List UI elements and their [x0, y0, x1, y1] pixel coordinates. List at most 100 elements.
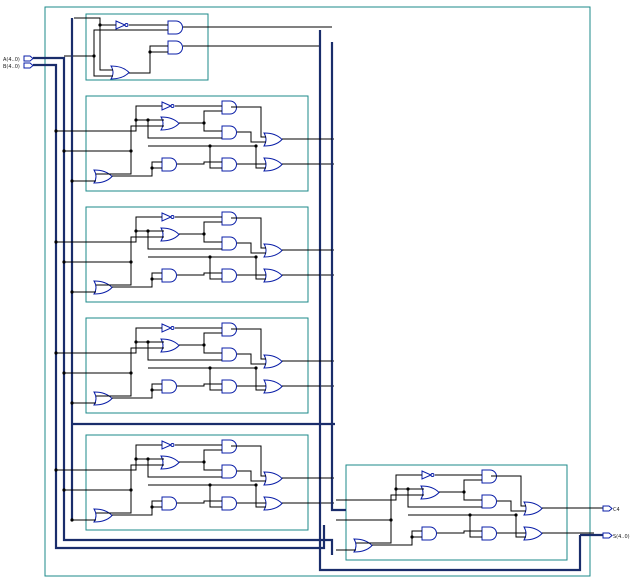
junction-dot	[54, 129, 58, 133]
wire	[336, 474, 422, 501]
junction-dot	[54, 468, 58, 472]
wire	[177, 383, 222, 387]
full-adder-module	[76, 206, 334, 303]
output-pin-cout[interactable]: C4	[602, 505, 620, 513]
wire	[255, 368, 266, 391]
junction-dot	[98, 23, 102, 27]
and-gate-icon	[167, 20, 183, 35]
and-gate-icon	[221, 322, 237, 337]
and-gate-icon	[161, 496, 177, 511]
wire	[203, 462, 222, 471]
junction-dot	[389, 518, 393, 522]
or-gate-icon	[160, 338, 180, 353]
tap-lines	[54, 129, 332, 522]
and-gate-icon	[221, 347, 237, 362]
output-cout-label: C4	[613, 507, 620, 513]
and-gate-icon	[221, 211, 237, 226]
output-cout-connector	[602, 505, 613, 512]
junction-dot	[62, 260, 66, 264]
wire	[491, 475, 526, 507]
wire	[96, 151, 132, 175]
junction-dot	[146, 229, 150, 233]
junction-dot	[146, 118, 150, 122]
wire	[439, 479, 482, 493]
junction-dot	[202, 121, 206, 125]
and-gate-icon	[221, 100, 237, 115]
wire	[231, 106, 266, 138]
junction-dot	[462, 490, 466, 494]
junction-dot	[134, 118, 138, 122]
not-gate-icon	[161, 212, 173, 222]
wire	[437, 530, 482, 534]
junction-dot	[70, 179, 74, 183]
full-adder-module	[76, 317, 334, 414]
input-a-connector	[23, 55, 34, 62]
outer-frame	[44, 6, 591, 577]
wire	[231, 328, 266, 360]
input-b-connector	[23, 62, 34, 69]
or-gate-icon	[110, 65, 130, 80]
output-pin-sum[interactable]: S(4..0)	[602, 532, 630, 540]
junction-dot	[406, 487, 410, 491]
input-b-bus	[33, 63, 326, 550]
and-gate-icon	[481, 494, 497, 509]
wire	[237, 131, 266, 143]
junction-dot	[202, 343, 206, 347]
or-gate-icon	[93, 280, 113, 295]
wire	[179, 110, 222, 124]
or-gate-icon	[523, 501, 543, 516]
or-gate-icon	[93, 391, 113, 406]
or-gate-icon	[263, 243, 283, 258]
io-pins: A(4..0) B(4..0) C4 S(4..0)	[3, 55, 630, 540]
not-gate-bubble-icon	[430, 473, 435, 477]
not-gate-icon	[115, 20, 127, 30]
or-gate-icon	[160, 116, 180, 131]
module-border	[85, 206, 309, 303]
junction-dot	[202, 460, 206, 464]
input-b-label: B(4..0)	[3, 64, 20, 70]
wire	[356, 520, 392, 544]
full-adder-module	[76, 434, 334, 531]
wire	[255, 485, 266, 508]
junction-dot	[70, 518, 74, 522]
and-gate-icon	[221, 236, 237, 251]
junction-dot	[254, 483, 258, 487]
output-sum-connector	[602, 532, 613, 539]
circuit-layer: A(4..0) B(4..0) C4 S(4..0)	[3, 6, 630, 577]
junction-dot	[394, 487, 398, 491]
and-gate-icon	[221, 439, 237, 454]
wire	[209, 485, 222, 508]
wire	[255, 257, 266, 280]
not-gate-bubble-icon	[170, 443, 175, 447]
sum-bus	[318, 30, 582, 572]
and-gate-icon	[161, 157, 177, 172]
wire	[76, 327, 162, 354]
junction-dot	[146, 340, 150, 344]
junction-dot	[410, 535, 414, 539]
input-a-bus	[33, 56, 334, 555]
junction-dot	[148, 50, 152, 54]
module-border	[345, 464, 568, 561]
half-adder-module	[64, 13, 332, 81]
input-a-label: A(4..0)	[3, 57, 20, 63]
or-gate-icon	[420, 485, 440, 500]
input-pin-a[interactable]: A(4..0)	[3, 55, 34, 63]
or-gate-icon	[263, 471, 283, 486]
junction-dot	[134, 457, 138, 461]
or-gate-icon	[263, 132, 283, 147]
wire	[177, 161, 222, 165]
wire	[203, 345, 222, 354]
input-pin-b[interactable]: B(4..0)	[3, 62, 34, 70]
module-border	[85, 95, 309, 192]
junction-dot	[150, 388, 154, 392]
wire	[93, 56, 113, 77]
and-gate-icon	[221, 379, 237, 394]
or-gate-icon	[160, 455, 180, 470]
not-gate-icon	[421, 470, 433, 480]
junction-dot	[129, 149, 133, 153]
junction-dot	[70, 290, 74, 294]
not-gate-icon	[161, 440, 173, 450]
full-adder-module	[76, 95, 334, 192]
wire	[515, 515, 526, 538]
